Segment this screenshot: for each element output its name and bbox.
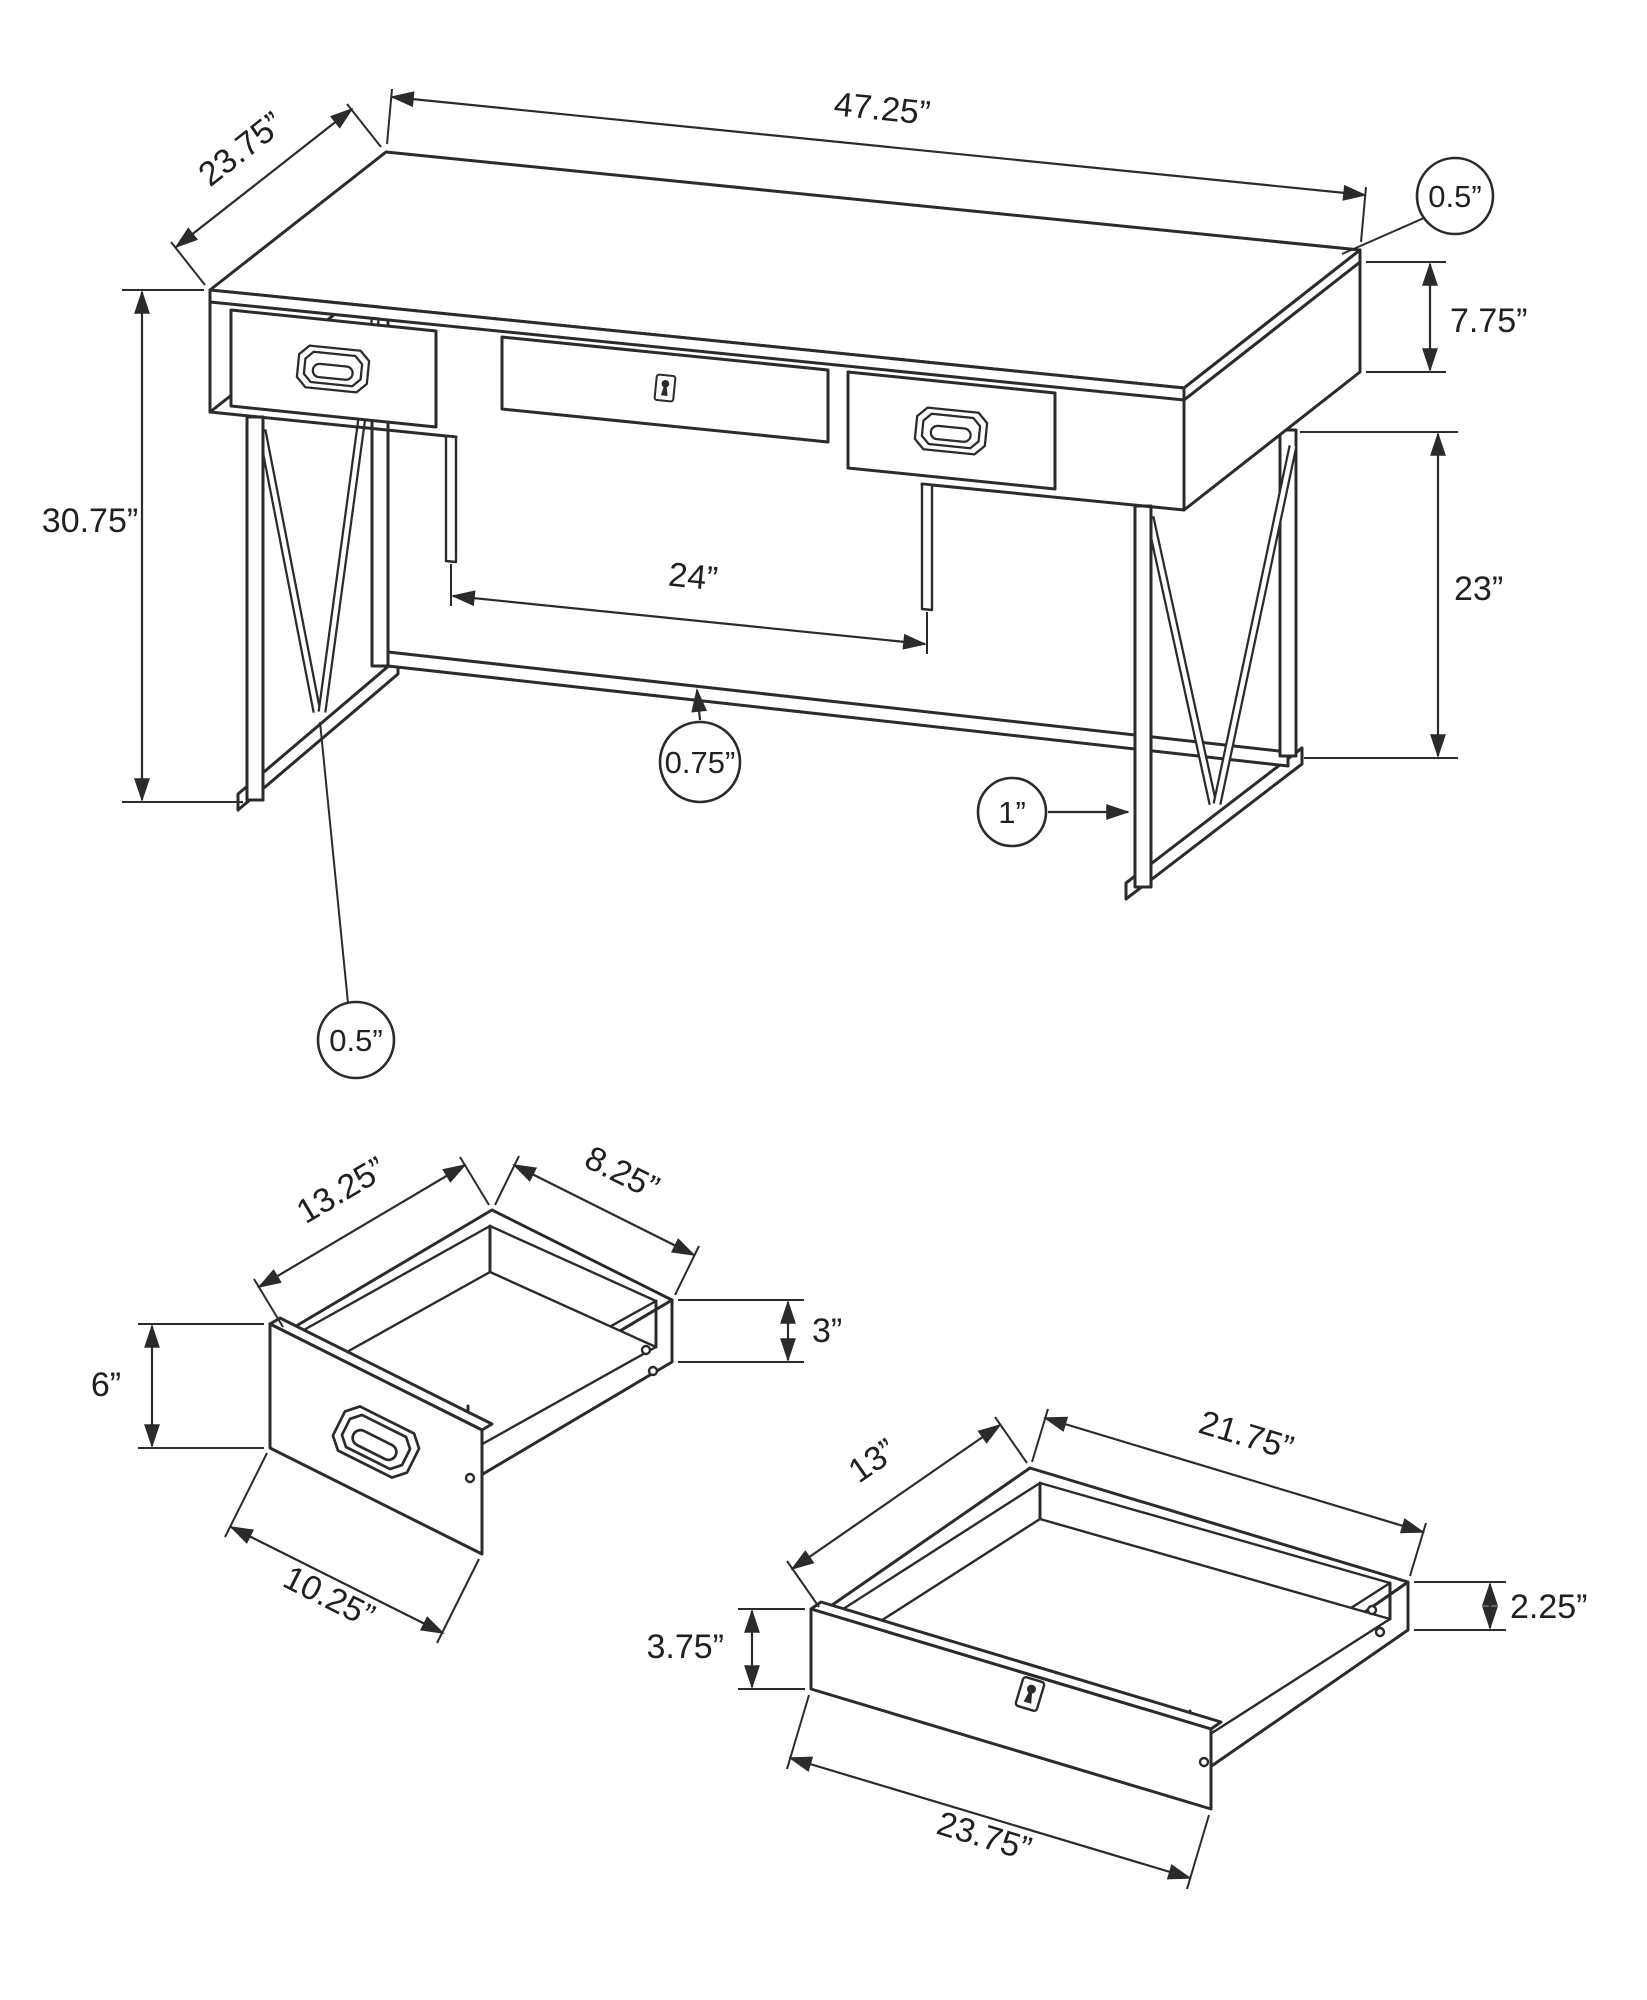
screw-dot bbox=[647, 1365, 659, 1377]
dim-desk-height: 30.75” bbox=[42, 289, 243, 803]
desk-body bbox=[208, 150, 1362, 612]
dim-top-thickness: 0.5” bbox=[1341, 156, 1495, 255]
left-foot-bar bbox=[236, 656, 400, 812]
stretcher-bar bbox=[386, 650, 1290, 768]
stretcher-label: 0.75” bbox=[665, 745, 736, 780]
small-box-height-label: 3” bbox=[812, 1312, 842, 1350]
right-foot-bar bbox=[1124, 746, 1304, 901]
large-box-height-label: 2.25” bbox=[1510, 1588, 1588, 1626]
apron-bottom-left-edge bbox=[208, 410, 458, 439]
top-thickness-callout bbox=[1415, 156, 1495, 236]
dim-leg-height: 23” bbox=[1300, 431, 1503, 759]
dim-small-front-height: 6” bbox=[91, 1323, 264, 1449]
rod-thickness-label: 0.5” bbox=[329, 1023, 382, 1058]
right-front-leg bbox=[1133, 504, 1153, 889]
dim-stretcher-thickness: 0.75” bbox=[658, 688, 742, 804]
desk-width-label: 47.25” bbox=[832, 85, 932, 132]
dim-rod-thickness: 0.5” bbox=[316, 721, 396, 1080]
desk-depth-label: 23.75” bbox=[192, 105, 291, 194]
dim-apron-height: 7.75” bbox=[1366, 261, 1528, 373]
large-drawer-drawing: 13” 21.75” 3.75” 2.25” 23.75” bbox=[647, 1403, 1588, 1890]
right-v-brace bbox=[1145, 445, 1298, 805]
leg-height-label: 23” bbox=[1454, 570, 1503, 608]
large-top-left-label: 13” bbox=[842, 1431, 904, 1490]
rod-thickness-callout bbox=[316, 1000, 396, 1080]
desk-drawing: 47.25” 23.75” 30.75” 7.75” 0.5” bbox=[42, 85, 1528, 1080]
apron-height-label: 7.75” bbox=[1450, 302, 1528, 340]
dim-small-box-height: 3” bbox=[678, 1299, 842, 1363]
screw-dot bbox=[1366, 1604, 1378, 1616]
drawer-handle-icon bbox=[294, 343, 372, 395]
apron-bottom-right-edge bbox=[920, 482, 1186, 512]
desk-drawers bbox=[229, 308, 1057, 491]
large-top-right-label: 21.75” bbox=[1195, 1403, 1298, 1467]
dim-knee-width: 24” bbox=[450, 556, 928, 654]
dim-large-box-height: 2.25” bbox=[1414, 1581, 1588, 1631]
left-front-leg bbox=[245, 415, 265, 802]
screw-dot bbox=[1374, 1626, 1386, 1638]
large-front-height-label: 3.75” bbox=[647, 1628, 725, 1666]
right-inner-gable bbox=[920, 482, 934, 612]
dim-leg-thickness: 1” bbox=[976, 776, 1130, 848]
small-front-height-label: 6” bbox=[91, 1366, 121, 1404]
small-drawer-drawing: 13.25” 8.25” 6” 3” 10.25” bbox=[91, 1139, 842, 1644]
right-back-leg bbox=[1278, 428, 1298, 758]
screw-dot bbox=[640, 1344, 652, 1356]
small-top-right-label: 8.25” bbox=[579, 1139, 665, 1208]
screw-dot bbox=[464, 1472, 476, 1484]
desk-top-right-edge bbox=[1182, 248, 1362, 402]
small-front-width-label: 10.25” bbox=[277, 1559, 380, 1636]
small-top-left-label: 13.25” bbox=[290, 1150, 392, 1232]
stretcher-callout bbox=[658, 720, 742, 804]
screw-dot bbox=[1198, 1756, 1210, 1768]
desk-height-label: 30.75” bbox=[42, 502, 138, 540]
large-front-width-label: 23.75” bbox=[933, 1804, 1036, 1868]
dim-large-front-height: 3.75” bbox=[647, 1608, 805, 1690]
keyhole-icon bbox=[653, 373, 677, 403]
drawer-handle-icon bbox=[912, 405, 990, 457]
leg-thickness-label: 1” bbox=[998, 795, 1026, 830]
leg-thickness-callout bbox=[976, 776, 1048, 848]
left-inner-gable bbox=[444, 434, 458, 564]
knee-width-label: 24” bbox=[667, 556, 720, 599]
top-thickness-label: 0.5” bbox=[1428, 179, 1481, 214]
